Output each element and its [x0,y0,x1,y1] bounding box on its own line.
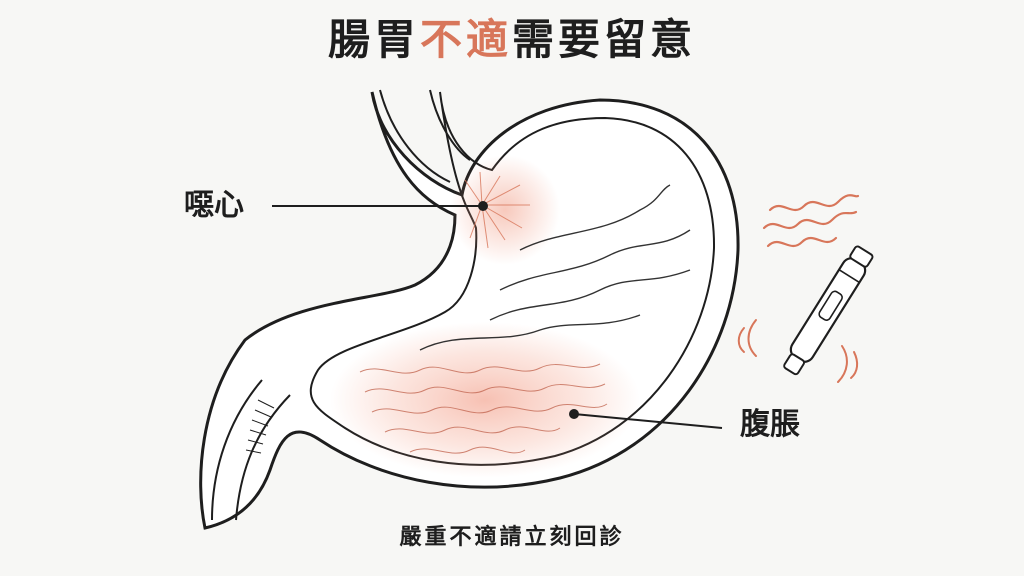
injection-pen-icon [783,245,874,376]
nausea-dot [478,201,488,211]
title-part1: 腸胃 [327,15,420,64]
bloating-label: 腹脹 [740,407,800,442]
bloating-leader [573,413,723,429]
title-accent: 不適 [419,15,512,64]
nausea-area [450,155,560,265]
title-part2: 需要留意 [512,15,697,64]
bloating-area [330,322,640,478]
bloating-dot [569,409,579,419]
vibration-icon [737,319,859,383]
nausea-label: 噁心 [184,188,244,223]
discomfort-wave-icon [762,194,860,248]
page-title: 腸胃不適需要留意 [0,10,1024,70]
footer-note: 嚴重不適請立刻回診 [399,525,625,550]
